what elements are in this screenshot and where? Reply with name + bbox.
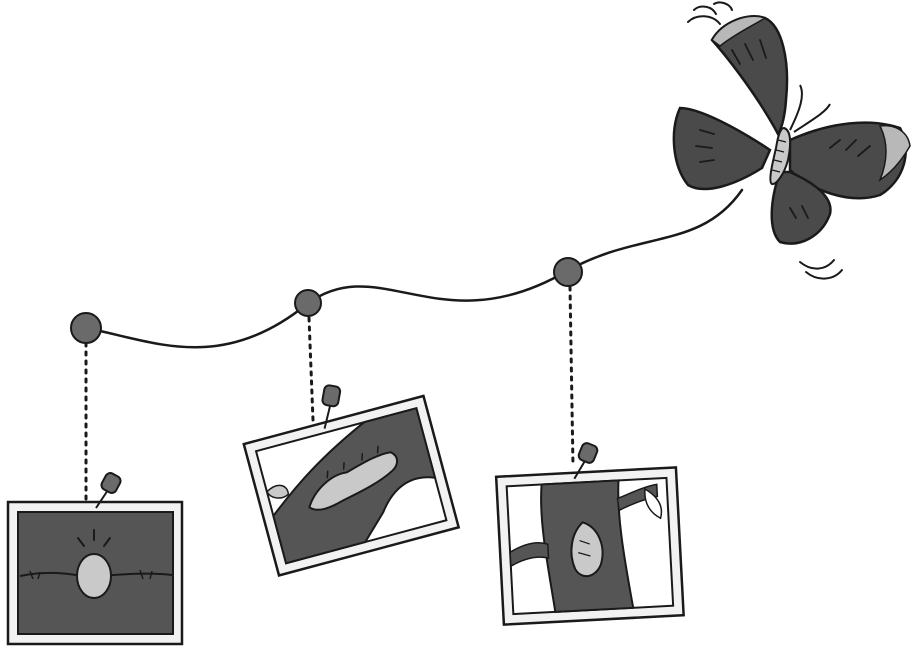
pin-icon xyxy=(321,384,342,429)
larva-photo-frame xyxy=(242,384,461,577)
pupa-photo-frame xyxy=(494,442,685,626)
motion-lines-bottom xyxy=(799,259,843,280)
timeline-bead-egg xyxy=(70,312,102,344)
chrysalis-on-tree-icon xyxy=(509,479,663,613)
timeline-string xyxy=(84,188,744,349)
timeline-bead-larva xyxy=(294,289,322,317)
motion-lines-top xyxy=(687,1,733,25)
butterfly-icon xyxy=(672,1,911,280)
hanging-line-pupa xyxy=(568,285,575,468)
pin-icon xyxy=(573,442,599,480)
hanging-line-larva xyxy=(307,316,315,422)
egg-photo-frame xyxy=(6,472,184,646)
pin-icon xyxy=(95,472,122,509)
egg-on-leaf-icon xyxy=(19,529,173,599)
caterpillar-on-branch-icon xyxy=(265,406,437,565)
timeline-bead-pupa xyxy=(553,257,583,287)
